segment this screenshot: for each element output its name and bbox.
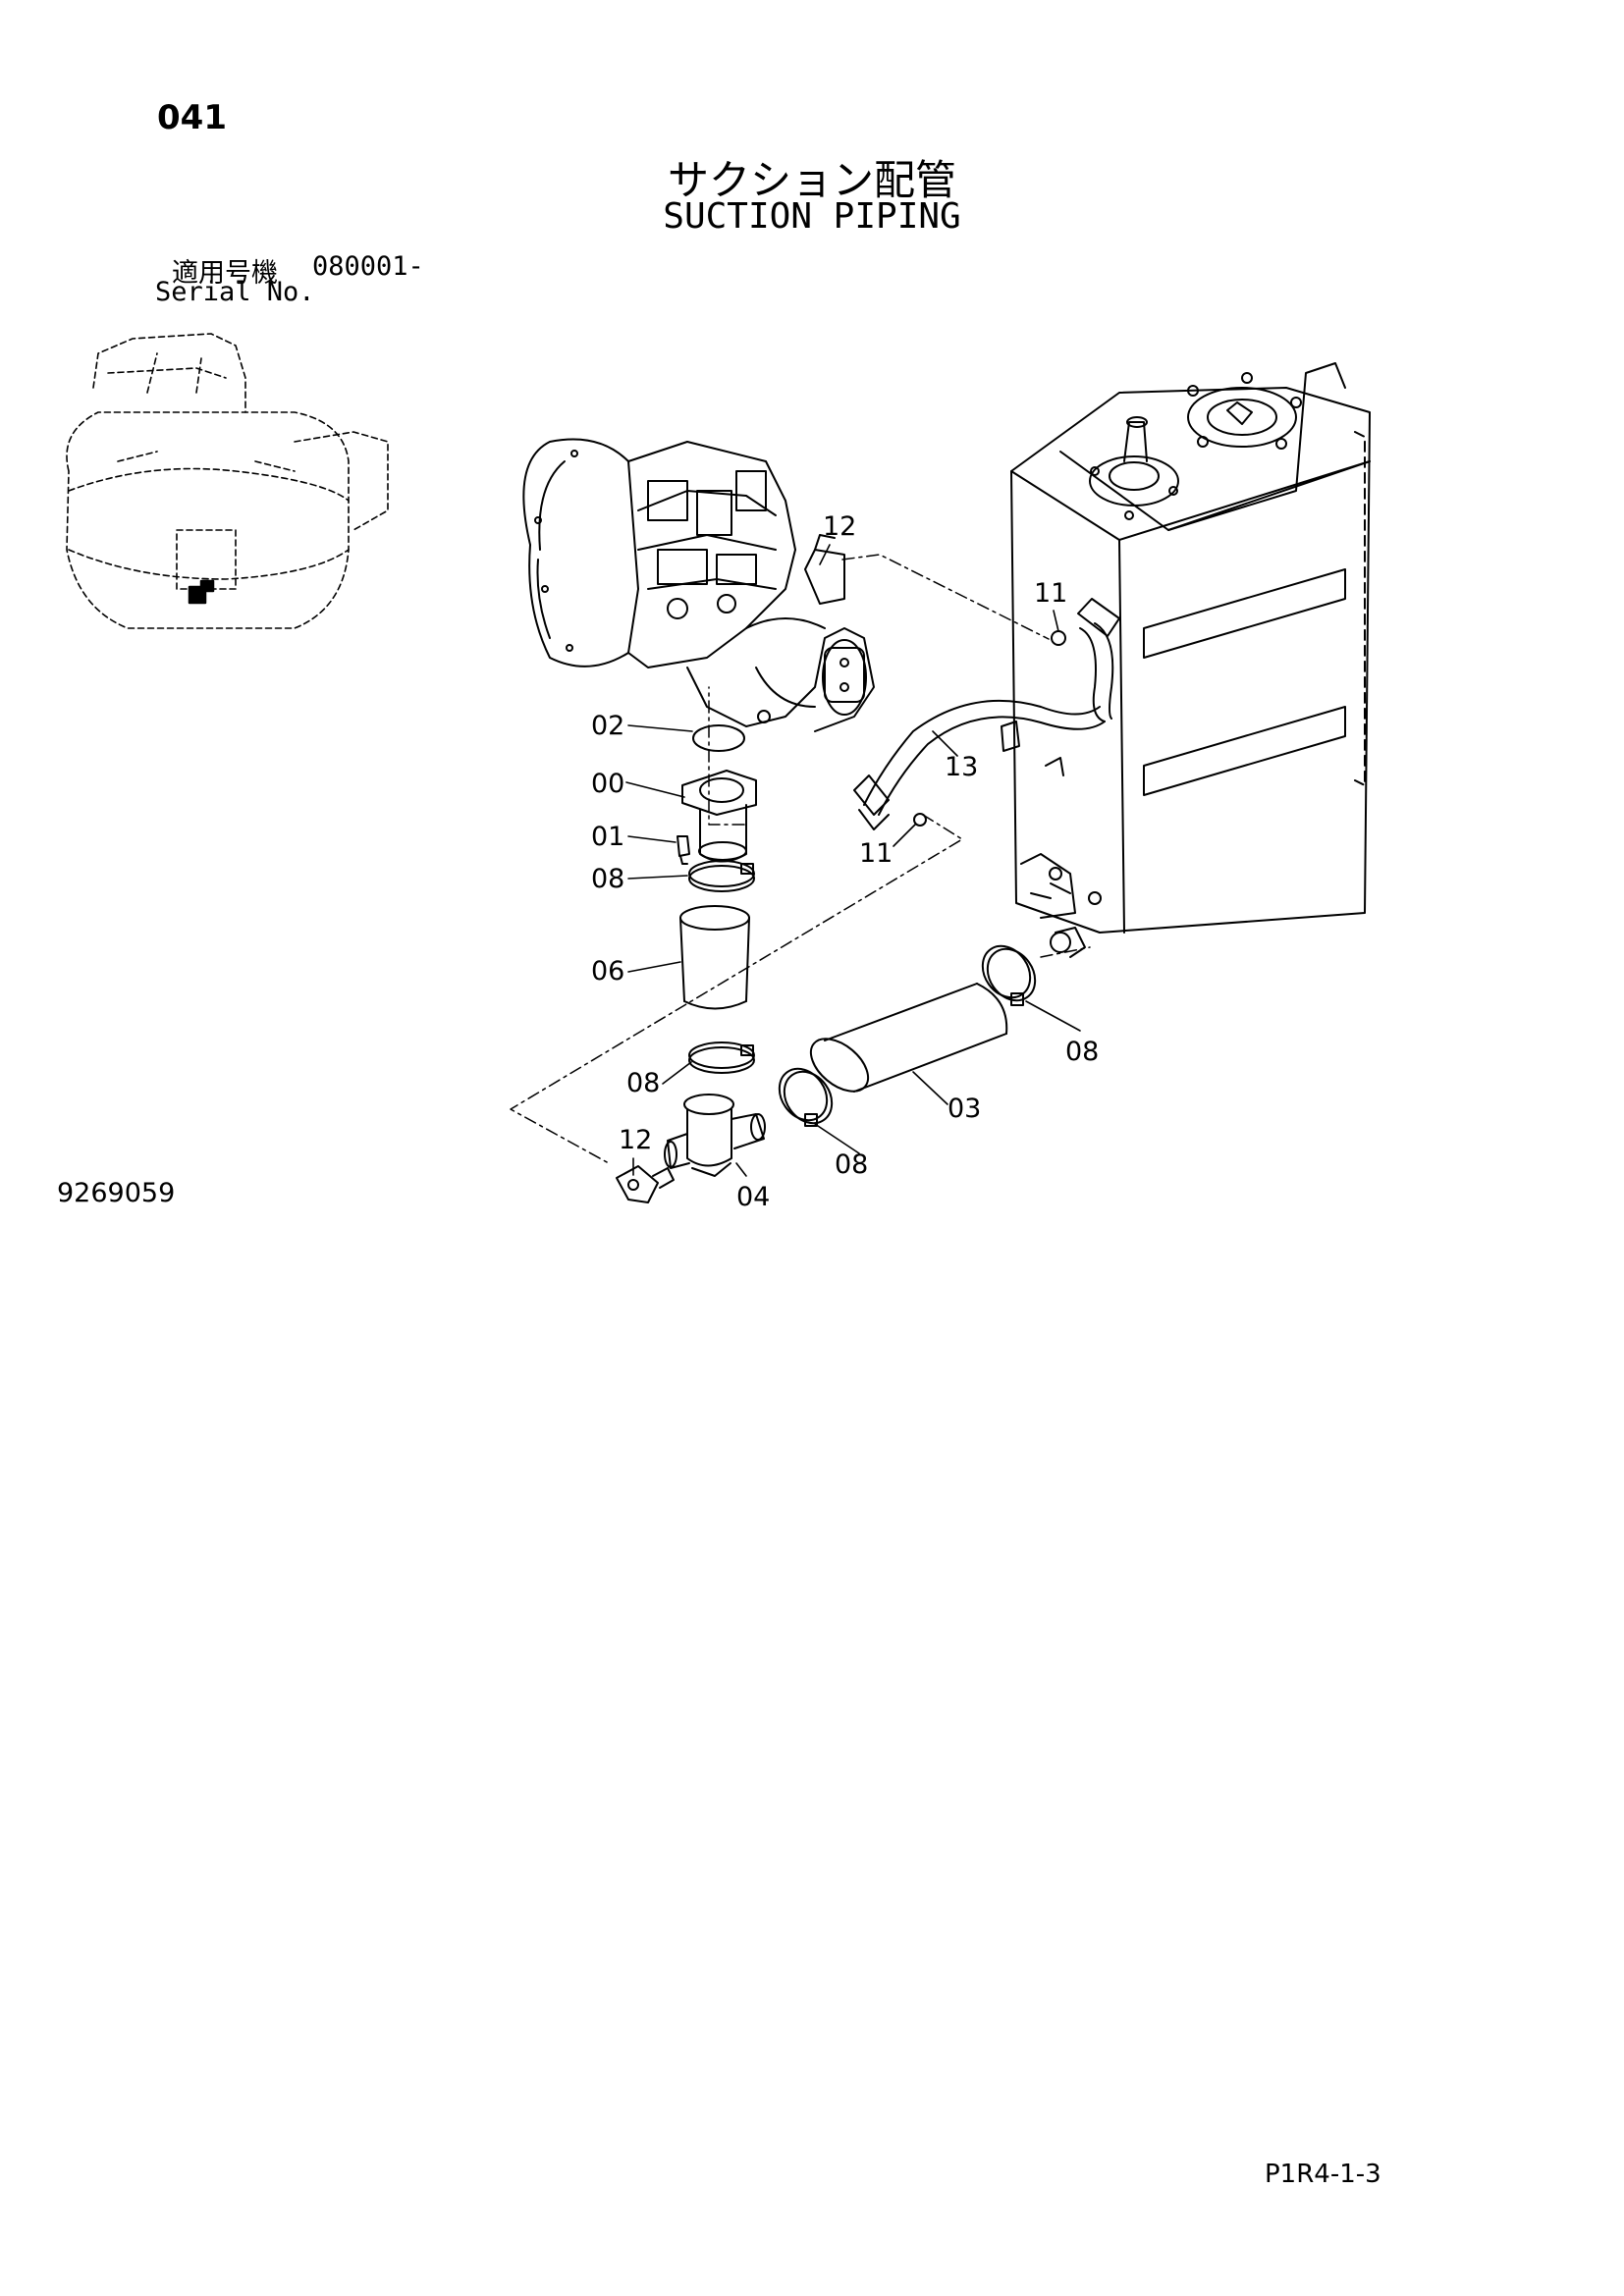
- callout-12-bottom: 12: [619, 1125, 652, 1155]
- o-ring-11-bottom: [913, 813, 927, 827]
- callout-08-c: 08: [1065, 1037, 1099, 1067]
- callout-08-b: 08: [626, 1068, 660, 1098]
- page-title-japanese: サクション配管: [667, 156, 956, 204]
- hose-part-06: [679, 905, 750, 1010]
- callout-11-top: 11: [1034, 578, 1067, 609]
- hose-part-13: [853, 598, 1120, 830]
- hydraulic-pump-assembly: [522, 438, 875, 732]
- clamp-part-08-b: [688, 1041, 755, 1074]
- connector-lines: [510, 554, 1091, 1164]
- callout-03: 03: [947, 1094, 981, 1124]
- serial-label-english: Serial No.: [155, 277, 315, 307]
- callout-leader-lines: [625, 544, 1081, 1177]
- callout-01: 01: [591, 822, 624, 852]
- tee-fitting-part-04: [664, 1094, 766, 1177]
- serial-number-value: 080001-: [312, 251, 424, 282]
- elbow-fitting-part-12-bottom: [616, 1165, 675, 1203]
- callout-08-d: 08: [835, 1149, 868, 1180]
- hose-part-03: [809, 983, 1008, 1093]
- page-title-english: SUCTION PIPING: [663, 196, 961, 237]
- hydraulic-tank: [1010, 362, 1371, 958]
- clamp-part-08-d: [981, 944, 1037, 1006]
- flange-part-00: [681, 770, 757, 863]
- callout-04: 04: [736, 1182, 770, 1212]
- clamp-part-08-c: [778, 1067, 834, 1127]
- bolt-part-01: [677, 835, 690, 865]
- callout-08-a: 08: [591, 864, 624, 894]
- drawing-number: 9269059: [57, 1178, 176, 1208]
- o-ring-part-02: [692, 724, 745, 752]
- callout-11-bottom: 11: [859, 838, 893, 869]
- clamp-part-08-a: [688, 860, 755, 892]
- page-reference: P1R4-1-3: [1265, 2160, 1381, 2189]
- o-ring-11-top: [1051, 630, 1066, 646]
- callout-00: 00: [591, 769, 624, 799]
- callout-13: 13: [945, 752, 978, 782]
- locator-highlight-icon: [188, 579, 215, 605]
- callout-12-top: 12: [823, 511, 856, 542]
- elbow-fitting-top: [804, 549, 845, 605]
- callout-02: 02: [591, 711, 624, 741]
- callout-06: 06: [591, 956, 624, 987]
- machine-locator-thumbnail: [66, 333, 389, 629]
- page-number: 041: [157, 98, 227, 137]
- serial-label-japanese: 適用号機: [172, 258, 278, 289]
